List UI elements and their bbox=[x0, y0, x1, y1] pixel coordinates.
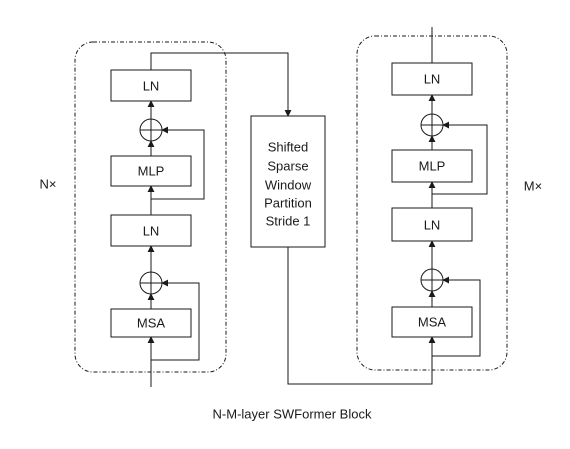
left-add-icon-upper bbox=[139, 118, 163, 142]
partition-line-4: Partition bbox=[264, 196, 312, 211]
left-ln-mid-label: LN bbox=[143, 224, 160, 239]
left-ln-top-label: LN bbox=[143, 79, 160, 94]
right-mlp-label: MLP bbox=[419, 159, 446, 174]
right-msa-label: MSA bbox=[418, 315, 447, 330]
left-msa-label: MSA bbox=[137, 316, 166, 331]
partition-line-2: Sparse bbox=[267, 159, 308, 174]
right-residual-1 bbox=[432, 276, 481, 357]
right-ln-top-label: LN bbox=[424, 72, 441, 87]
left-mlp-label: MLP bbox=[138, 164, 165, 179]
shifted-window-partition-box bbox=[250, 115, 326, 248]
right-ln-mid-label: LN bbox=[424, 218, 441, 233]
figure-caption: N-M-layer SWFormer Block bbox=[213, 407, 372, 422]
partition-to-right-arrow bbox=[287, 247, 436, 385]
left-residual-1 bbox=[151, 279, 200, 361]
right-residual-2 bbox=[432, 121, 488, 195]
right-ln-mid-box bbox=[391, 207, 473, 242]
right-multiplier-label: M× bbox=[524, 179, 542, 194]
left-add-icon-lower bbox=[139, 271, 163, 295]
right-msa-box bbox=[391, 306, 473, 338]
right-mlp-box bbox=[391, 149, 473, 183]
partition-line-3: Window bbox=[265, 178, 312, 193]
left-msa-box bbox=[110, 308, 192, 338]
partition-line-5: Stride 1 bbox=[266, 214, 311, 229]
left-residual-2 bbox=[151, 126, 205, 200]
left-mlp-box bbox=[110, 155, 192, 187]
left-ln-mid-box bbox=[110, 214, 192, 247]
left-ln-top-box bbox=[110, 69, 192, 102]
partition-line-1: Shifted bbox=[268, 140, 308, 155]
right-add-icon-upper bbox=[420, 113, 444, 137]
right-ln-top-box bbox=[391, 62, 473, 96]
right-add-icon-lower bbox=[420, 268, 444, 292]
left-to-partition-arrow bbox=[150, 52, 292, 117]
left-multiplier-label: N× bbox=[40, 177, 57, 192]
